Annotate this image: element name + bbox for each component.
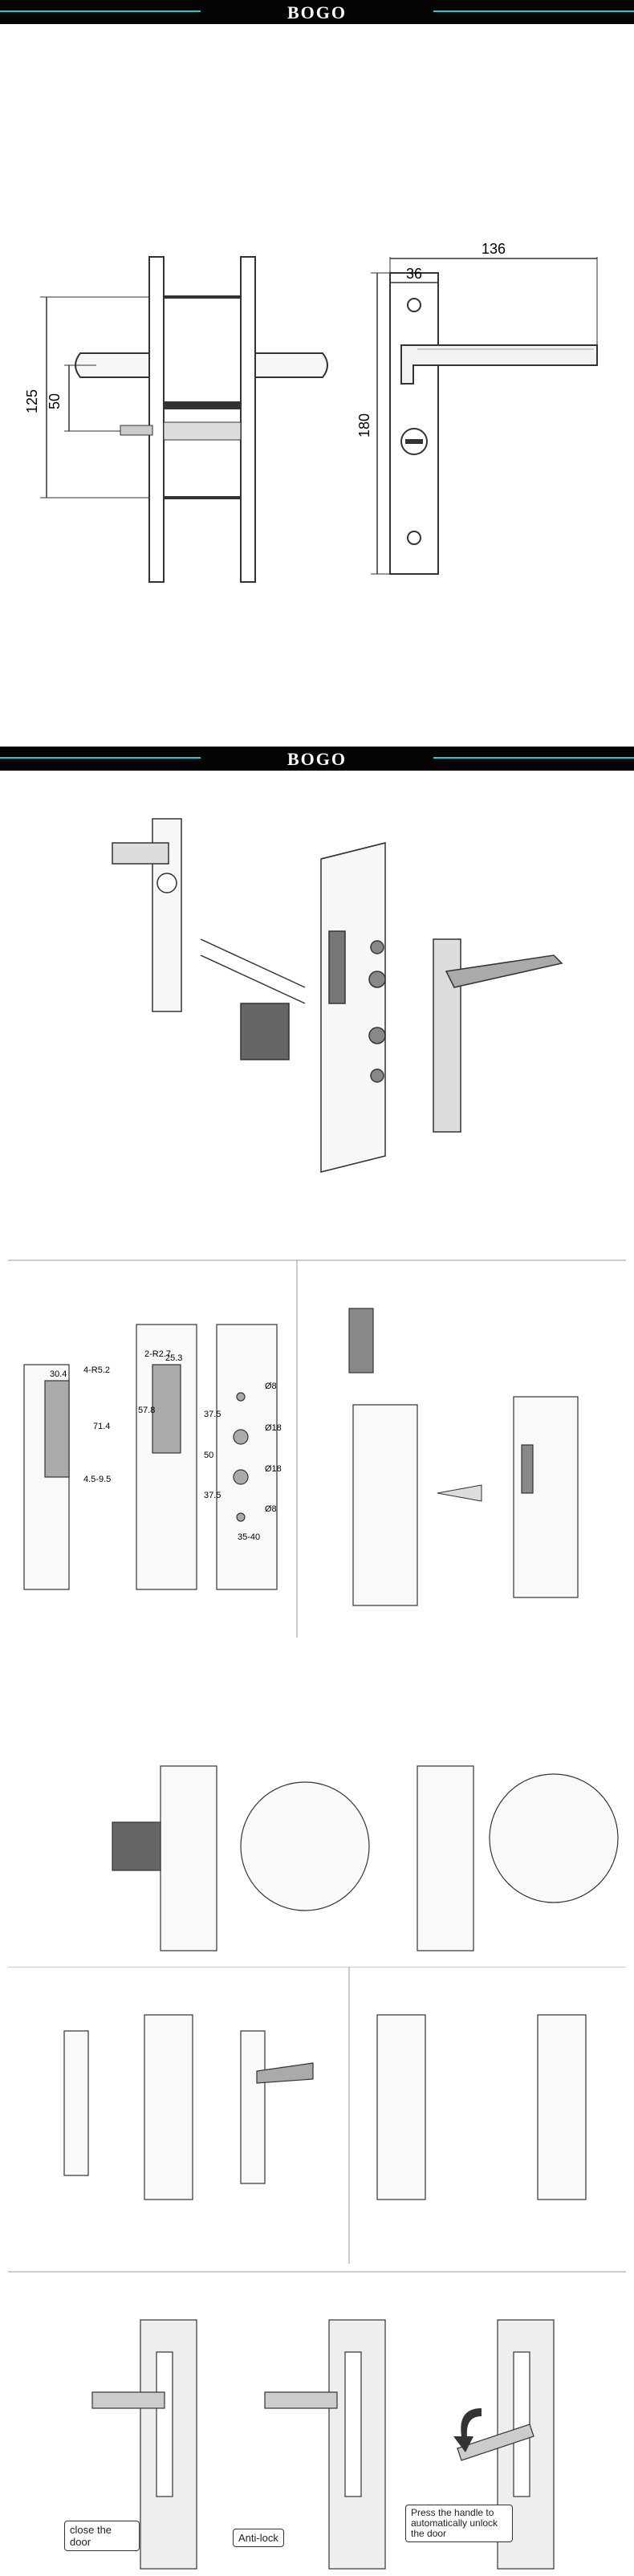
- spec-dia2: Ø18: [265, 1423, 282, 1433]
- brand-banner-second: BOGO: [0, 747, 634, 771]
- press-arrow-icon: [453, 2408, 482, 2452]
- spindle-offset-label: 50: [47, 393, 63, 409]
- latch-install: [0, 1646, 634, 1967]
- banner-accent-lines: [0, 10, 634, 12]
- spec-j: 37.5: [204, 1491, 221, 1500]
- spec-d: 4.5-9.5: [83, 1475, 111, 1484]
- handle-spacing-label: 125: [24, 389, 40, 413]
- dimension-svg: 125 50 136 36 180: [24, 241, 598, 583]
- spec-dia3: Ø18: [265, 1464, 282, 1474]
- hole-spec-panel: 30.4 4-R5.2 71.4 4.5-9.5 2-R2.7 25.3 57.…: [0, 1244, 634, 1646]
- spec-a: 30.4: [50, 1369, 67, 1379]
- plate-height-label: 180: [356, 413, 372, 437]
- exploded-view: [0, 771, 634, 1244]
- spec-b: 4-R5.2: [83, 1365, 110, 1375]
- spec-g: 57.8: [138, 1406, 155, 1415]
- spec-e: 2-R2.7: [144, 1349, 171, 1359]
- spec-k: 35-40: [238, 1532, 260, 1542]
- total-width-label: 136: [482, 241, 506, 257]
- spec-f: 25.3: [165, 1353, 182, 1363]
- latch-install-svg: [112, 1765, 619, 1951]
- spec-dia1: Ø8: [265, 1382, 277, 1391]
- operation-steps: close the door Anti-lock Press the handl…: [0, 2264, 634, 2572]
- hole-spec-svg: 30.4 4-R5.2 71.4 4.5-9.5 2-R2.7 25.3 57.…: [8, 1260, 626, 1638]
- backset-label: 36: [406, 266, 422, 282]
- brand-banner-top: BOGO: [0, 0, 634, 24]
- spec-h: 37.5: [204, 1410, 221, 1419]
- handle-install: [0, 1966, 634, 2264]
- step-anti-lock-label: Anti-lock: [233, 2529, 284, 2547]
- step-unlock-label: Press the handle to automatically unlock…: [405, 2505, 513, 2542]
- handle-install-svg: [8, 1966, 626, 2264]
- dimension-drawing: 125 50 136 36 180: [0, 24, 634, 747]
- brand-logo-2: BOGO: [287, 749, 347, 769]
- step-close-door-label: close the door: [64, 2521, 140, 2551]
- operation-svg: [8, 2271, 626, 2570]
- banner-accent-lines-2: [0, 757, 634, 759]
- spec-c: 71.4: [93, 1422, 110, 1431]
- brand-logo: BOGO: [287, 2, 347, 22]
- exploded-svg: [112, 818, 563, 1173]
- pointing-hand-icon: [437, 1484, 482, 1502]
- spec-i: 50: [204, 1451, 213, 1460]
- spec-dia4: Ø8: [265, 1504, 277, 1514]
